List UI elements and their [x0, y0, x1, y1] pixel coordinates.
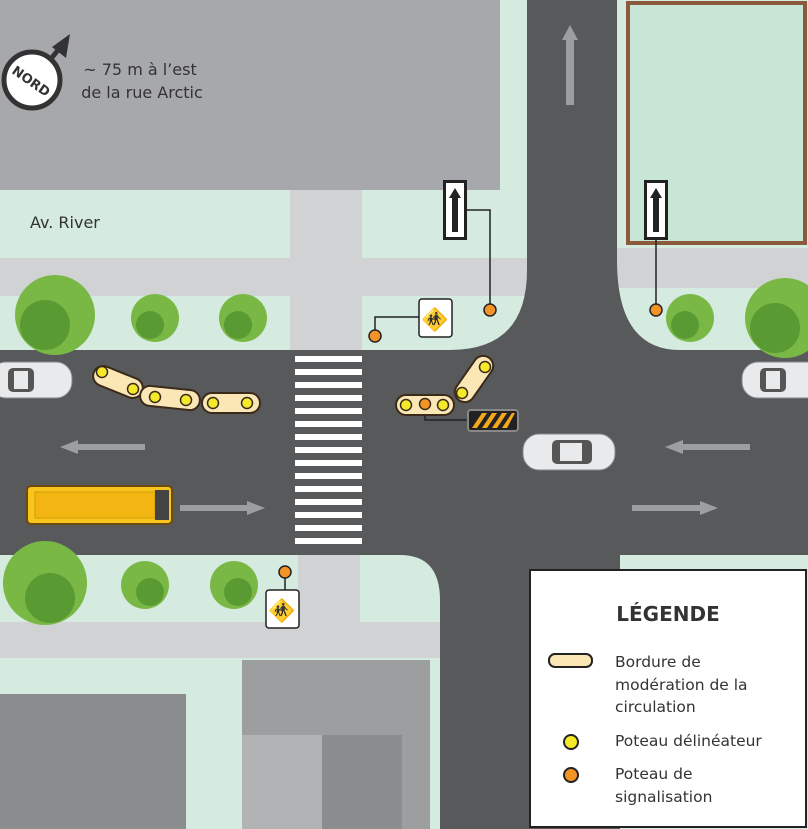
lane-arrows — [60, 25, 750, 515]
tree-icon — [131, 294, 179, 342]
sidewalk-north-west — [0, 258, 527, 296]
legend-item-curb: Bordure de modération de la circulation — [615, 653, 753, 716]
one-way-sign — [644, 180, 668, 310]
location-note-line2: de la rue Arctic — [81, 83, 203, 102]
tree-icon — [745, 278, 808, 358]
car-intersection — [522, 433, 616, 471]
building-south-west — [0, 694, 186, 829]
street-name-label: Av. River — [30, 213, 100, 232]
trees — [3, 275, 808, 625]
sidewalk-crosswalk-approach-north — [290, 190, 362, 350]
traffic-calming-curbs-east — [395, 354, 519, 432]
location-note-line1: ~ 75 m à l’est — [83, 60, 196, 79]
school-crossing-sign: 🚸 — [265, 572, 300, 629]
legend-title: LÉGENDE — [616, 602, 720, 626]
arrow-right-icon — [632, 501, 718, 515]
hazard-marker-icon — [467, 409, 519, 432]
one-way-sign — [443, 180, 491, 310]
tree-icon — [219, 294, 267, 342]
legend-item-sign-post: Poteau de signalisation — [615, 765, 712, 806]
arrow-right-icon — [180, 501, 265, 515]
traffic-calming-curb-icon — [548, 653, 593, 668]
car-east — [741, 361, 808, 399]
legend: LÉGENDE Bordure de modération de la circ… — [529, 569, 807, 828]
sign-post-icon — [278, 565, 292, 579]
sign-posts — [278, 303, 663, 579]
sign-post-icon — [483, 303, 497, 317]
tree-icon — [15, 275, 95, 355]
north-arrow-icon: NORD — [1, 34, 70, 111]
crosswalk — [295, 356, 362, 544]
svg-text:🚸: 🚸 — [421, 307, 448, 333]
car-west — [0, 361, 73, 399]
tree-icon — [3, 541, 87, 625]
sidewalk-crosswalk-approach-south — [298, 555, 360, 658]
tree-icon — [666, 294, 714, 342]
tree-icon — [121, 561, 169, 609]
arrow-left-icon — [665, 440, 750, 454]
arrow-left-icon — [60, 440, 145, 454]
traffic-calming-curbs-west — [92, 365, 261, 414]
svg-text:🚸: 🚸 — [268, 598, 295, 624]
building-south-part — [322, 735, 402, 829]
school-bus — [26, 485, 173, 525]
sign-post-icon — [649, 303, 663, 317]
school-crossing-sign: 🚸 — [374, 298, 453, 338]
arrow-up-icon — [562, 25, 578, 105]
delineator-post-icon — [563, 734, 579, 750]
sign-post-icon — [563, 767, 579, 783]
tree-icon — [210, 561, 258, 609]
building-south-part — [242, 735, 322, 829]
sign-post-icon — [368, 329, 382, 343]
sidewalk-south — [0, 622, 440, 658]
legend-item-delineator: Poteau délinéateur — [615, 732, 762, 750]
building-north-west — [0, 0, 500, 190]
